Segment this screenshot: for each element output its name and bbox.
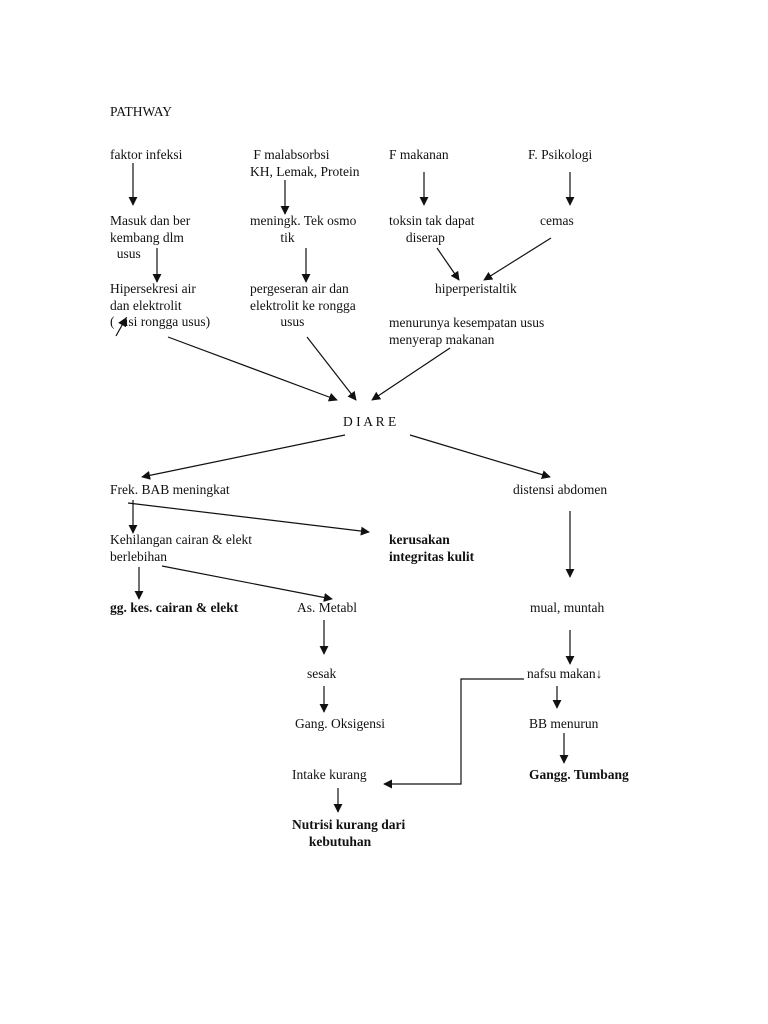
node-mual: mual, muntah: [530, 600, 605, 615]
node-bb: BB menurun: [529, 716, 599, 731]
node-hiperperistaltik: hiperperistaltik: [435, 281, 517, 296]
diagnosis-nutrisi: Nutrisi kurang dari kebutuhan: [292, 817, 406, 849]
node-cemas: cemas: [540, 213, 574, 228]
arrow-kehilangan-to-asmetabl: [161, 565, 333, 602]
node-menurunya: menurunya kesempatan usus menyerap makan…: [389, 315, 545, 347]
node-frek-bab: Frek. BAB meningkat: [110, 482, 230, 497]
arrow-nafsu-to-intake: [383, 678, 524, 789]
node-masuk: Masuk dan ber kembang dlm usus: [110, 213, 191, 261]
node-distensi: distensi abdomen: [513, 482, 608, 497]
node-toksin: toksin tak dapat diserap: [389, 213, 475, 245]
node-hipersekresi: Hipersekresi air dan elektrolit ( isi ro…: [110, 281, 211, 329]
node-pergeseran: pergeseran air dan elektrolit ke rongga …: [250, 281, 356, 329]
factor-psikologi: F. Psikologi: [528, 147, 593, 162]
node-sesak: sesak: [307, 666, 337, 681]
arrow-small-up: [115, 317, 127, 337]
node-nafsu: nafsu makan↓: [527, 666, 603, 681]
factor-infeksi: faktor infeksi: [110, 147, 183, 162]
node-osmo: meningk. Tek osmo tik: [250, 213, 357, 245]
page-title: PATHWAY: [110, 104, 173, 119]
factor-makanan: F makanan: [389, 147, 449, 162]
node-as-metabl: As. Metabl: [297, 600, 357, 615]
node-diare: D I A R E: [343, 414, 397, 429]
arrow-cemas-to-hiperperistaltik: [483, 237, 552, 281]
arrow-menurunya-to-diare: [371, 347, 451, 401]
arrow-diare-to-distensi: [409, 434, 551, 479]
diagnosis-tumbang: Gangg. Tumbang: [529, 767, 629, 782]
diagnosis-gg-kes: gg. kes. cairan & elekt: [110, 600, 239, 615]
arrow-hipersekresi-to-diare: [167, 336, 338, 402]
arrow-diare-to-frek: [141, 434, 346, 480]
arrow-pergeseran-to-diare: [306, 336, 357, 401]
node-kehilangan: Kehilangan cairan & elekt berlebihan: [110, 532, 253, 564]
factor-malabsorbsi: F malabsorbsi KH, Lemak, Protein: [250, 147, 360, 179]
node-gang-oksigensi: Gang. Oksigensi: [295, 716, 385, 731]
arrow-toksin-to-hiperperistaltik: [436, 247, 460, 281]
node-intake: Intake kurang: [292, 767, 367, 782]
diagnosis-kerusakan: kerusakan integritas kulit: [389, 532, 475, 564]
arrow-frek-to-kerusakan: [127, 502, 370, 536]
